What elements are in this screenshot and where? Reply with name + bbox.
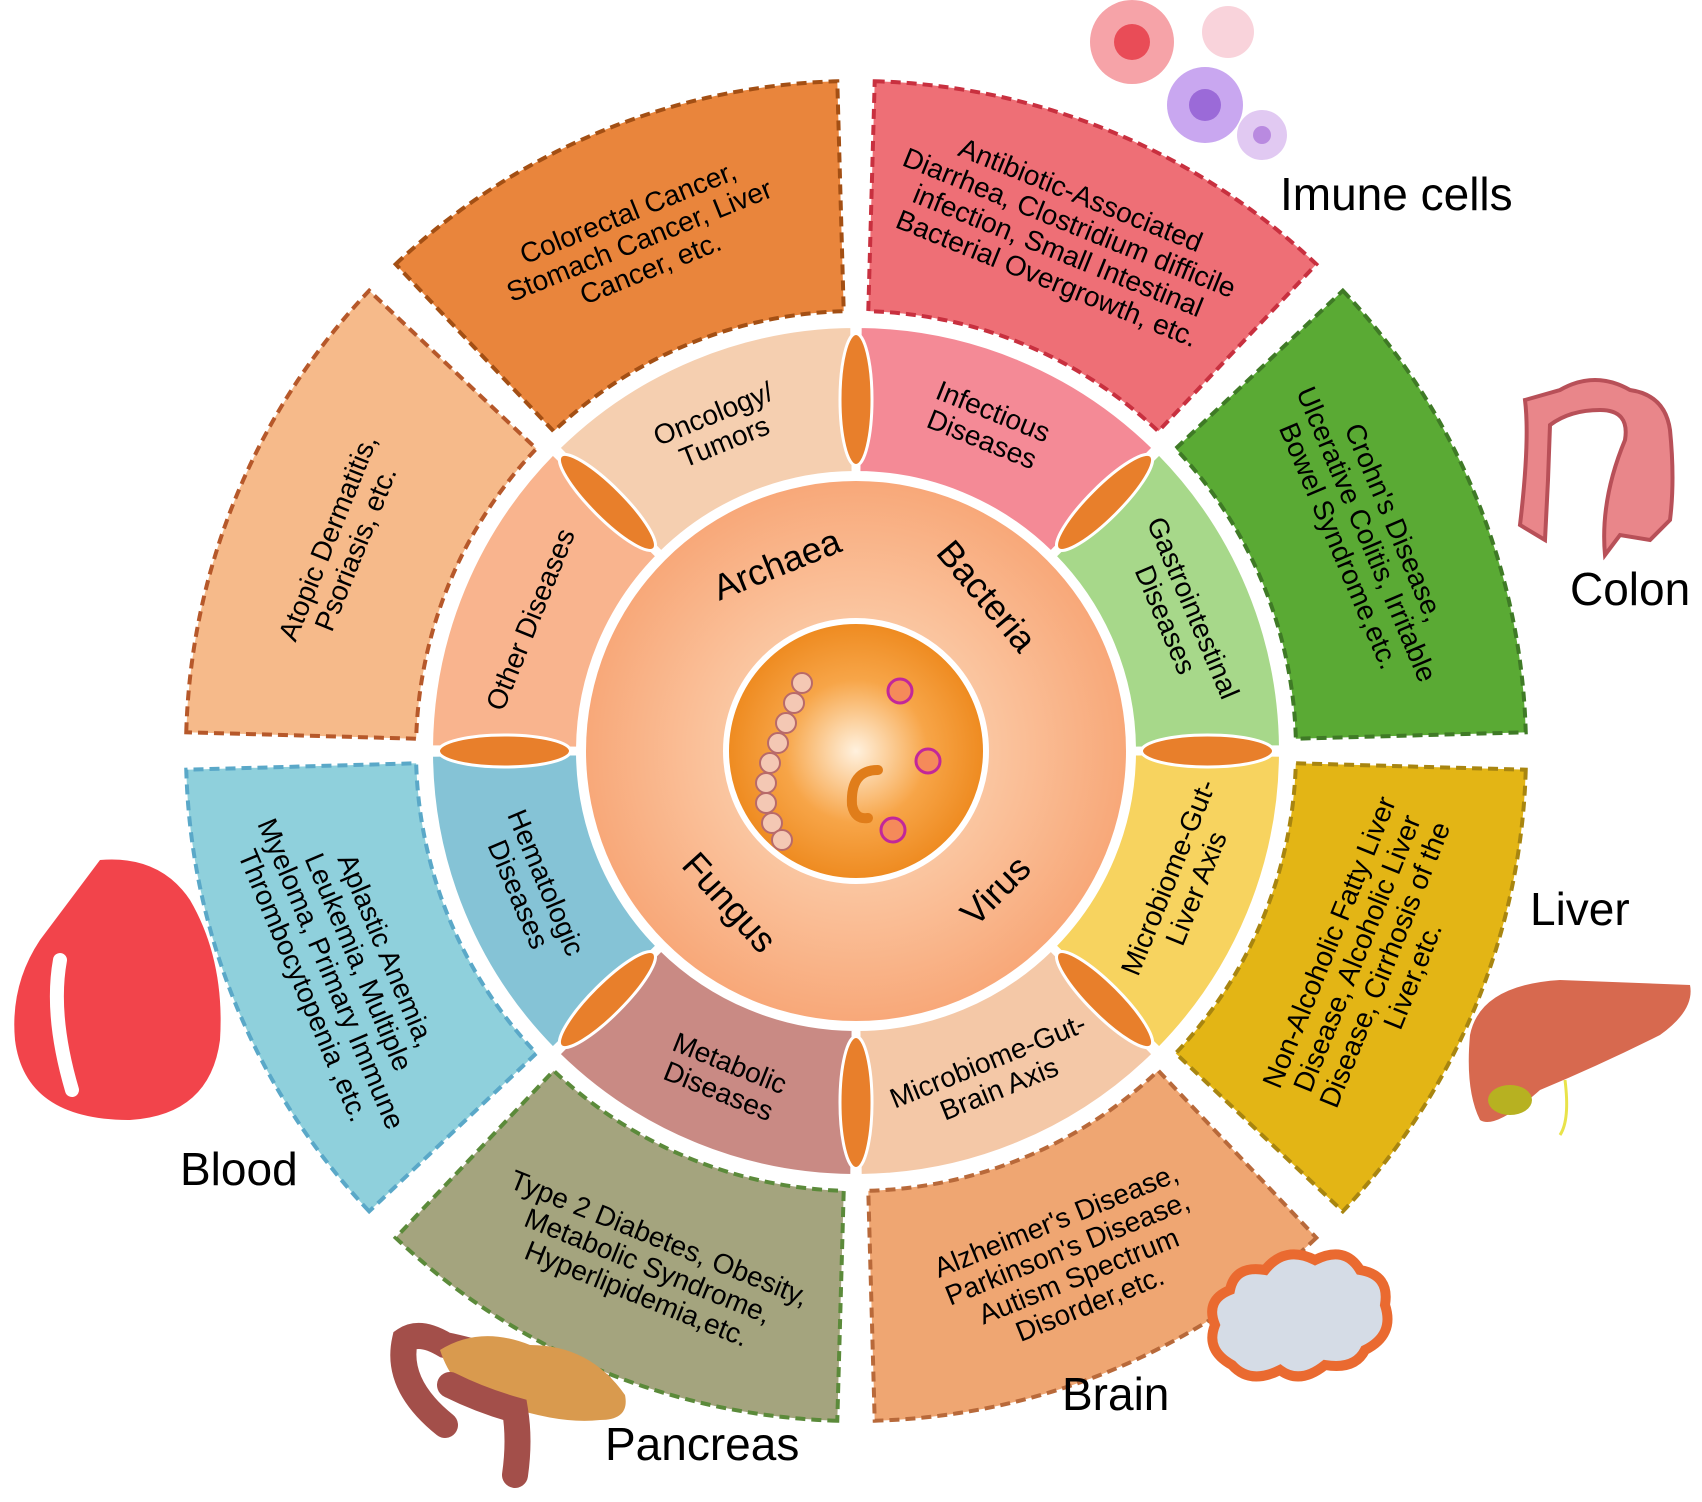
microbe-cell	[723, 618, 989, 884]
colon-icon	[1517, 378, 1675, 561]
organ-label-immune-cells: Imune cells	[1280, 168, 1513, 220]
ring-connector	[437, 733, 572, 769]
organ-label-liver: Liver	[1530, 883, 1630, 935]
brain-icon	[1207, 1249, 1393, 1382]
blood-drop-icon	[14, 859, 221, 1120]
ring-connector	[1140, 733, 1275, 769]
ring-connector	[838, 1035, 874, 1170]
bacteria-chain-icon	[755, 672, 813, 851]
organ-label-brain: Brain	[1062, 1368, 1169, 1420]
category-segment-brain	[555, 946, 856, 1178]
organ-label-colon: Colon	[1570, 563, 1690, 615]
disease-segment-brain	[392, 1067, 846, 1423]
bacillus-icon	[846, 765, 883, 824]
ring-connector	[1055, 452, 1155, 552]
ring-connector	[838, 332, 874, 467]
category-segment-other	[555, 323, 856, 556]
category-segment-metabolic	[428, 751, 661, 1052]
immune-cells-icon	[1090, 0, 1287, 160]
disease-segment-metabolic	[184, 761, 540, 1215]
core-dashed-border	[577, 472, 1135, 1030]
ring-connector	[557, 950, 657, 1050]
disease-segment-liver	[866, 1067, 1320, 1423]
organ-label-pancreas: Pancreas	[605, 1418, 799, 1470]
disease-segment-oncology	[866, 79, 1320, 435]
disease-segment-hematologic	[184, 287, 540, 741]
disease-segment-infectious	[1172, 287, 1528, 741]
ring-connectors	[437, 332, 1275, 1170]
category-segment-gastro	[1051, 751, 1283, 1052]
virus-icon	[879, 677, 942, 844]
ring-connector	[1055, 950, 1155, 1050]
disease-ring	[184, 79, 1528, 1423]
organ-label-blood: Blood	[180, 1143, 298, 1195]
ring-connector	[557, 452, 657, 552]
category-segment-oncology	[856, 323, 1157, 556]
disease-segment-other	[392, 79, 846, 435]
disease-segment-gastro	[1172, 761, 1528, 1215]
pancreas-icon	[390, 1323, 626, 1488]
liver-icon	[1468, 980, 1691, 1136]
